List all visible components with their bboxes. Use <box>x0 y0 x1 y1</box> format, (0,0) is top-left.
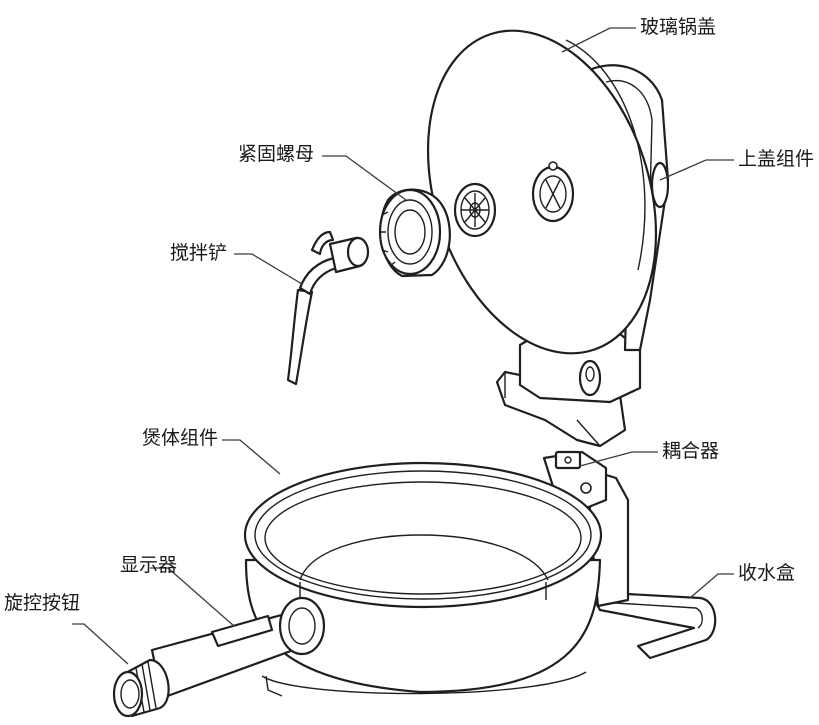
control-handle <box>112 596 326 718</box>
leader-coupler <box>579 451 658 467</box>
label-display: 显示器 <box>120 554 178 576</box>
leader-knob <box>72 623 129 665</box>
label-coupler: 耦合器 <box>662 440 720 462</box>
label-fastening-nut: 紧固螺母 <box>238 143 315 165</box>
label-water-collector: 收水盒 <box>738 562 796 584</box>
label-knob: 旋控按钮 <box>4 592 81 614</box>
pot-body-assembly <box>243 450 717 697</box>
label-pot-body-assembly: 煲体组件 <box>142 427 219 449</box>
stirring-paddle <box>286 230 370 386</box>
leader-display <box>150 567 235 627</box>
fastening-nut <box>378 188 451 278</box>
leader-pot <box>222 439 281 475</box>
leader-upper-lid <box>659 159 734 181</box>
leader-collector <box>689 573 734 599</box>
gear-disk <box>453 182 497 238</box>
leader-lines <box>72 27 734 665</box>
leader-paddle <box>234 253 303 285</box>
leader-nut <box>322 155 407 201</box>
label-glass-lid: 玻璃锅盖 <box>640 16 717 38</box>
leader-glass-lid <box>561 27 636 53</box>
glass-lid <box>426 29 658 355</box>
label-upper-lid-assembly: 上盖组件 <box>738 148 815 170</box>
label-stirring-paddle: 搅拌铲 <box>170 242 228 264</box>
